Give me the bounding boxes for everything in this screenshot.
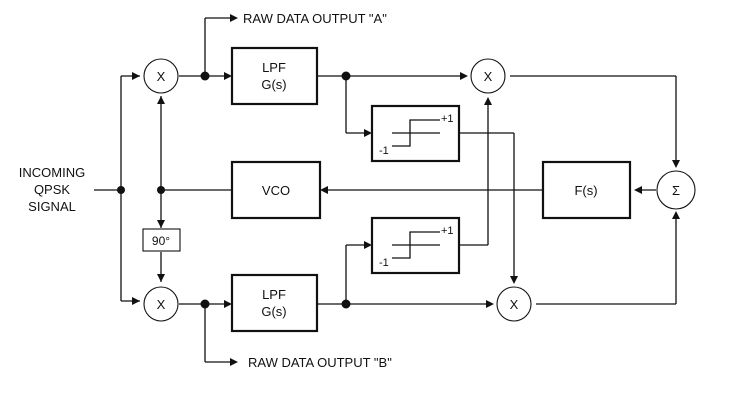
lpf-top-block: LPF G(s) [230, 46, 319, 106]
raw-data-output-b-label: RAW DATA OUTPUT "B" [248, 355, 392, 370]
multiplier-bottom-right-label: X [510, 297, 519, 312]
limiter-bottom-minus: -1 [379, 257, 389, 269]
junction-dots [117, 71, 351, 309]
lpf-bottom-title: LPF [262, 287, 286, 302]
multiplier-top-left: X [143, 58, 179, 94]
signal-arrows [132, 14, 680, 366]
loop-filter-label: F(s) [574, 183, 597, 198]
multiplier-bottom-right: X [496, 286, 532, 322]
lpf-bottom-block: LPF G(s) [230, 273, 319, 333]
phase-shift-label: 90° [152, 234, 170, 248]
multiplier-top-right-label: X [484, 69, 493, 84]
lpf-bottom-transfer: G(s) [261, 304, 286, 319]
input-label: INCOMING QPSK SIGNAL [19, 165, 85, 214]
summing-junction-label: Σ [672, 183, 680, 198]
lpf-top-transfer: G(s) [261, 77, 286, 92]
summing-junction: Σ [656, 170, 696, 210]
vco-label: VCO [262, 183, 290, 198]
raw-data-output-a-label: RAW DATA OUTPUT "A" [243, 11, 387, 26]
limiter-top-minus: -1 [379, 145, 389, 157]
limiter-bottom-block: +1 -1 [370, 216, 461, 275]
vco-block: VCO [230, 160, 322, 220]
multiplier-top-left-label: X [157, 69, 166, 84]
multiplier-bottom-left-label: X [157, 297, 166, 312]
phase-shift-block: 90° [142, 228, 181, 252]
multiplier-top-right: X [470, 58, 506, 94]
limiter-top-plus: +1 [441, 113, 454, 125]
loop-filter-block: F(s) [541, 160, 632, 220]
lpf-top-title: LPF [262, 60, 286, 75]
limiter-bottom-plus: +1 [441, 225, 454, 237]
multiplier-bottom-left: X [143, 286, 179, 322]
input-label-line1: INCOMING [19, 165, 85, 180]
limiter-top-block: +1 -1 [370, 104, 461, 163]
signal-wires [94, 17, 677, 363]
input-label-line2: QPSK [34, 182, 70, 197]
input-label-line3: SIGNAL [28, 199, 76, 214]
